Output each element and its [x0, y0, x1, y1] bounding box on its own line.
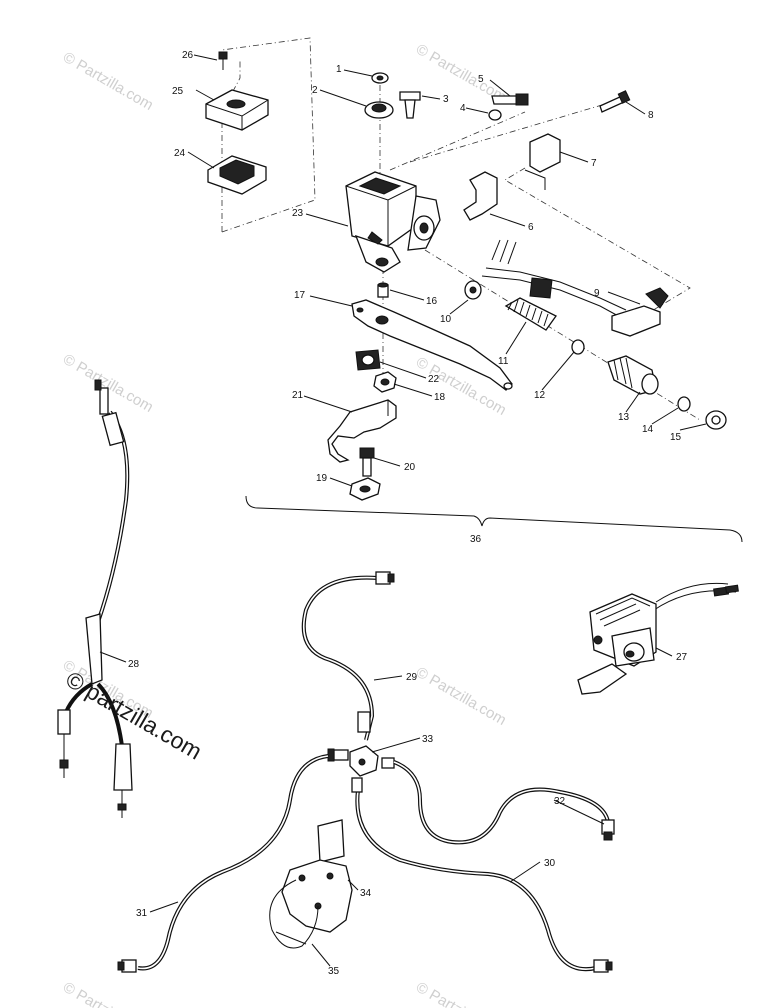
watermark-tile: © Partzilla.com [413, 664, 509, 729]
part-2-seal [364, 101, 394, 119]
callout-22: 22 [428, 374, 440, 385]
part-21-bracket [327, 399, 397, 463]
group-bracket-36 [245, 495, 743, 543]
callout-11: 11 [498, 356, 509, 367]
part-29-brake-line [301, 571, 395, 741]
part-3-bolt [399, 91, 421, 119]
part-18-nut [373, 371, 397, 393]
watermark-tile: © Partzilla.com [60, 49, 156, 114]
callout-32: 32 [554, 796, 566, 807]
callout-28: 28 [128, 659, 140, 670]
callout-20: 20 [404, 462, 416, 473]
part-5-bolt [491, 93, 529, 106]
callout-31: 31 [136, 908, 148, 919]
part-16-pivot [377, 282, 389, 298]
part-14-washer [677, 396, 691, 412]
callout-10: 10 [440, 314, 452, 325]
callout-18: 18 [434, 392, 446, 403]
callout-19: 19 [316, 473, 328, 484]
callout-8: 8 [648, 110, 654, 121]
callout-4: 4 [460, 103, 466, 114]
part-27-throttle-housing [577, 582, 739, 695]
callout-2: 2 [312, 85, 318, 96]
callout-29: 29 [406, 672, 418, 683]
part-35-clamp [269, 879, 319, 949]
part-7-plate [524, 133, 561, 190]
part-20-screw [359, 447, 375, 477]
master-cylinder-assembly [205, 51, 727, 501]
callout-35: 35 [328, 966, 340, 977]
callout-labels: 26 25 24 1 2 3 4 5 8 7 6 23 9 16 17 10 1… [128, 50, 688, 977]
callout-5: 5 [478, 74, 484, 85]
callout-12: 12 [534, 390, 546, 401]
part-12-washer [571, 339, 585, 355]
callout-34: 34 [360, 888, 372, 899]
leader-lines [99, 54, 707, 967]
callout-25: 25 [172, 86, 184, 97]
part-32-brake-line [393, 760, 615, 845]
watermark-tile: © Partzilla.com [60, 979, 156, 1008]
part-25-cover [205, 89, 269, 131]
part-23-master-cylinder [345, 171, 441, 273]
callout-30: 30 [544, 858, 556, 869]
callout-3: 3 [443, 94, 449, 105]
callout-33: 33 [422, 734, 434, 745]
callout-23: 23 [292, 208, 304, 219]
part-33-junction [327, 745, 395, 777]
callout-13: 13 [618, 412, 630, 423]
part-31-brake-line [117, 754, 329, 973]
watermark-tile: © Partzilla.com [413, 979, 509, 1008]
part-28-throttle-cable [57, 379, 133, 818]
part-4-washer [488, 109, 502, 121]
part-8-screw [599, 90, 631, 113]
part-19-nut [349, 477, 381, 501]
callout-27: 27 [676, 652, 688, 663]
part-11-spring [504, 297, 557, 331]
callout-36: 36 [470, 534, 482, 545]
callout-15: 15 [670, 432, 682, 443]
part-24-diaphragm [207, 155, 267, 195]
part-9-switch [481, 239, 669, 337]
callout-16: 16 [426, 296, 438, 307]
callout-26: 26 [182, 50, 194, 61]
callout-24: 24 [174, 148, 186, 159]
watermark-main: © partzilla.com [62, 666, 207, 765]
brake-line-assembly [117, 571, 615, 973]
part-26-screw [218, 51, 228, 70]
part-10-washer [464, 280, 482, 300]
part-30-brake-line [351, 777, 613, 973]
callout-1: 1 [336, 64, 342, 75]
part-17-lever [351, 299, 513, 391]
callout-14: 14 [642, 424, 654, 435]
callout-21: 21 [292, 390, 304, 401]
part-13-boot [607, 355, 659, 395]
part-22-spring [355, 349, 381, 371]
callout-9: 9 [594, 288, 600, 299]
callout-7: 7 [591, 158, 597, 169]
part-15-washer [705, 410, 727, 430]
callout-17: 17 [294, 290, 306, 301]
watermark-tiles: © Partzilla.com © Partzilla.com © Partzi… [60, 41, 509, 1008]
part-34-bracket [281, 819, 353, 933]
part-6-clamp [463, 171, 498, 221]
callout-6: 6 [528, 222, 534, 233]
